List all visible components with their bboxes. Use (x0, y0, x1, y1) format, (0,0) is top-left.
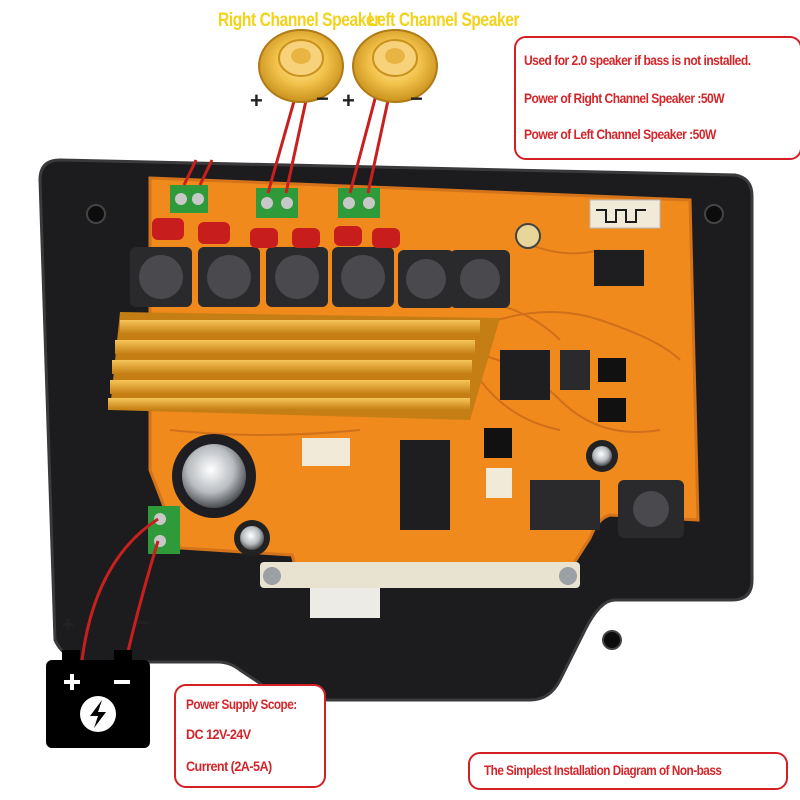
info-line-left-power: Power of Left Channel Speaker :50W (524, 126, 716, 142)
pcb-traces (169, 239, 681, 436)
speaker-info-box: Used for 2.0 speaker if bass is not inst… (514, 36, 800, 160)
chips (302, 199, 684, 538)
right-channel-speaker-label: Right Channel Speaker (218, 10, 380, 31)
battery-icon (46, 650, 150, 748)
red-capacitors (152, 218, 400, 248)
right-speaker-plus-sign: + (250, 88, 263, 113)
left-speaker-plus-sign: + (342, 88, 355, 113)
caption-box: The Simplest Installation Diagram of Non… (468, 752, 788, 790)
heatsink (108, 312, 500, 420)
main-capacitor (172, 434, 618, 556)
power-supply-voltage: DC 12V-24V (186, 726, 251, 742)
inductor-coils (130, 247, 510, 308)
right-speaker-minus-sign: − (316, 86, 329, 111)
info-line-right-power: Power of Right Channel Speaker :50W (524, 90, 725, 106)
power-supply-box: Power Supply Scope: DC 12V-24V Current (… (174, 684, 326, 788)
power-supply-title: Power Supply Scope: (186, 696, 297, 712)
power-wires (80, 517, 160, 661)
terminal-blocks (148, 185, 380, 554)
info-line-stereo: Used for 2.0 speaker if bass is not inst… (524, 52, 751, 68)
right-speaker-icon (258, 29, 344, 103)
antenna-trace (596, 209, 646, 223)
power-supply-current: Current (2A-5A) (186, 758, 272, 774)
diagram-caption: The Simplest Installation Diagram of Non… (484, 762, 722, 778)
battery-plus-sign: + (62, 612, 75, 637)
ribbon-connector (260, 562, 580, 618)
left-speaker-icon (352, 29, 438, 103)
left-channel-speaker-label: Left Channel Speaker (368, 10, 520, 31)
left-speaker-minus-sign: − (410, 86, 423, 111)
screw-holes (86, 204, 724, 650)
battery-minus-sign: − (136, 610, 149, 635)
